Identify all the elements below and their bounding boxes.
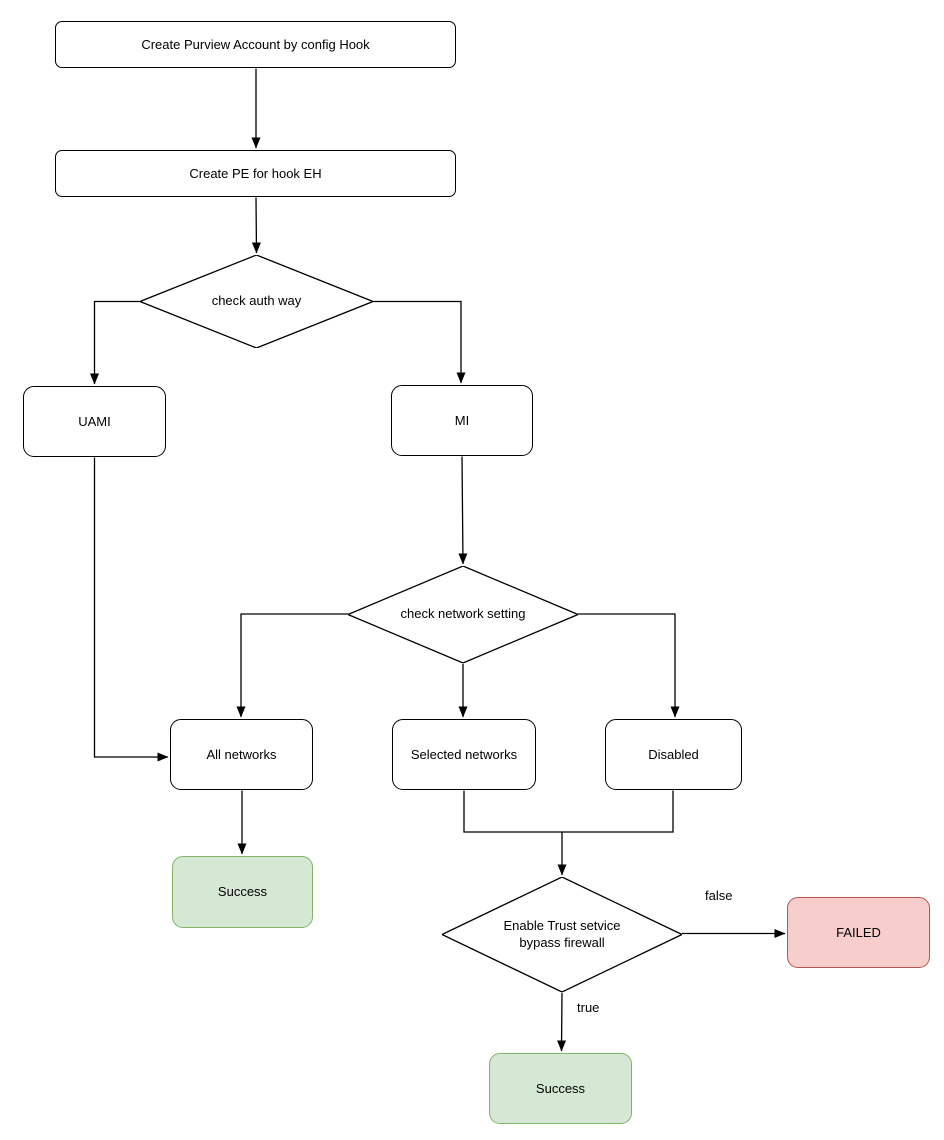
- node-selected-networks-label: Selected networks: [410, 746, 518, 762]
- decision-check-network-setting-label: check network setting: [400, 606, 526, 622]
- edge-check-auth-to-uami: [90, 300, 140, 385]
- node-disabled: Disabled: [605, 719, 742, 790]
- edge-check-network-to-disabled: [578, 613, 680, 718]
- diamond-shape: [442, 877, 682, 992]
- edge-create-pe-to-check-auth: [251, 197, 261, 254]
- node-disabled-label: Disabled: [648, 746, 699, 762]
- node-success-all-networks: Success: [172, 856, 313, 928]
- edge-check-auth-to-mi: [373, 300, 466, 384]
- node-create-purview-account-label: Create Purview Account by config Hook: [141, 36, 370, 52]
- node-selected-networks: Selected networks: [392, 719, 536, 790]
- node-success-trust: Success: [489, 1053, 632, 1124]
- node-all-networks: All networks: [170, 719, 313, 790]
- diamond-shape: [140, 255, 373, 348]
- edge-mi-to-check-network: [458, 456, 468, 565]
- edge-uami-to-all-networks: [93, 457, 169, 762]
- decision-enable-trust-service-label: Enable Trust setvice bypass firewall: [503, 918, 621, 950]
- edge-merge-selected-disabled: [463, 790, 674, 833]
- node-mi-label: MI: [454, 412, 470, 428]
- node-failed: FAILED: [787, 897, 930, 968]
- node-create-pe-label: Create PE for hook EH: [189, 165, 322, 181]
- node-all-networks-label: All networks: [206, 746, 277, 762]
- edge-label-true: true: [575, 1000, 602, 1015]
- node-mi: MI: [391, 385, 533, 456]
- node-create-pe: Create PE for hook EH: [55, 150, 456, 197]
- edge-trust-to-success: [557, 992, 567, 1052]
- node-uami-label: UAMI: [78, 413, 111, 429]
- edge-label-false: false: [703, 888, 735, 903]
- node-uami: UAMI: [23, 386, 166, 457]
- node-failed-label: FAILED: [836, 924, 881, 940]
- decision-check-network-setting: check network setting: [348, 566, 578, 663]
- edge-check-network-to-all-networks: [236, 613, 348, 718]
- decision-enable-trust-service: Enable Trust setvice bypass firewall: [442, 877, 682, 992]
- node-success-trust-label: Success: [535, 1080, 586, 1096]
- decision-check-auth-way: check auth way: [140, 255, 373, 348]
- node-success-all-networks-label: Success: [217, 884, 268, 900]
- node-create-purview-account: Create Purview Account by config Hook: [55, 21, 456, 68]
- diamond-shape: [348, 566, 578, 663]
- decision-check-auth-way-label: check auth way: [211, 293, 302, 309]
